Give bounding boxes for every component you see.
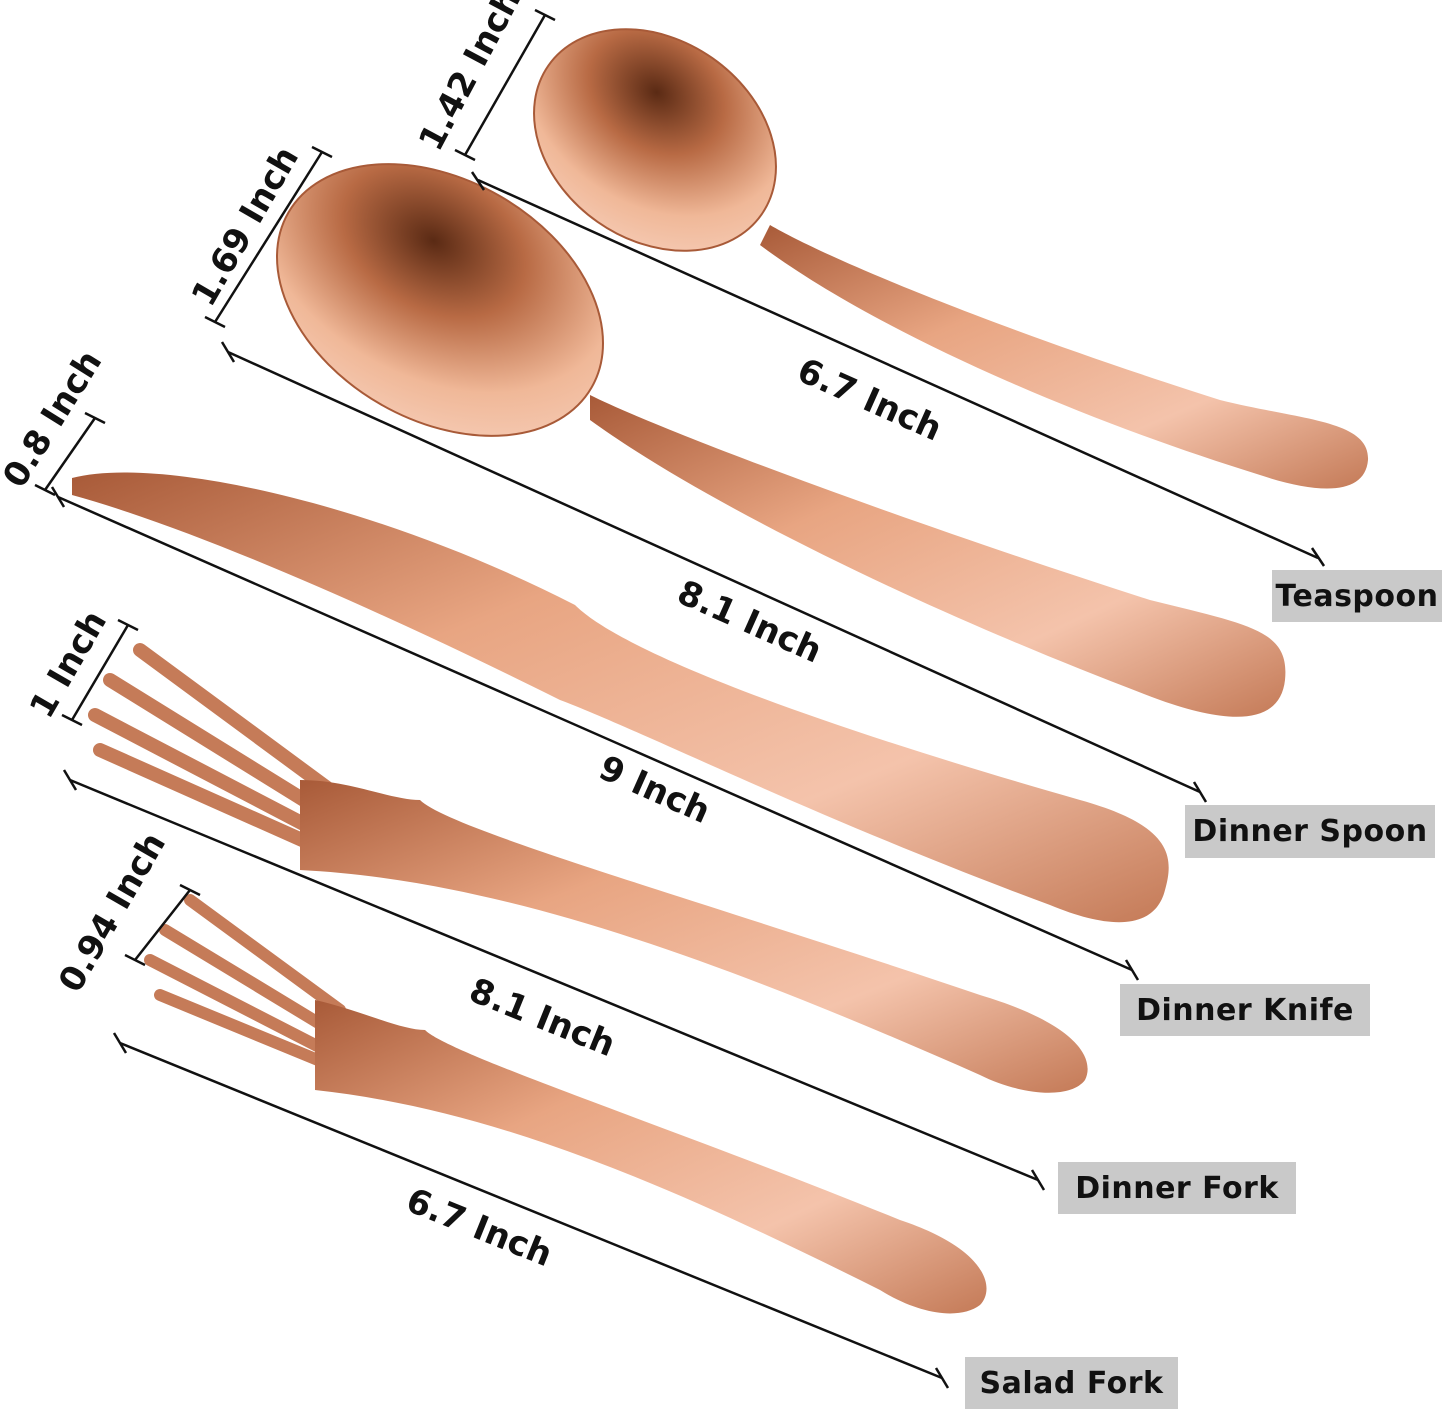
- teaspoon-width: 1.42 Inch: [411, 0, 529, 157]
- teaspoon-label: Teaspoon: [1272, 570, 1442, 622]
- teaspoon-length: 6.7 Inch: [791, 351, 947, 450]
- dinner-fork-shape: [88, 643, 1088, 1093]
- salad-fork-shape: [144, 894, 987, 1314]
- dimension-lines: [34, 8, 1326, 1389]
- dinner-knife-shape: [72, 472, 1169, 923]
- dinner-knife-label: Dinner Knife: [1120, 984, 1370, 1036]
- dinner-spoon-label: Dinner Spoon: [1185, 805, 1435, 858]
- salad-fork-width: 0.94 Inch: [51, 826, 174, 999]
- dinner-fork-label: Dinner Fork: [1058, 1162, 1296, 1214]
- dinner-fork-length: 8.1 Inch: [464, 971, 621, 1066]
- teaspoon-shape: [533, 28, 1369, 489]
- salad-fork-length: 6.7 Inch: [401, 1181, 558, 1276]
- dinner-fork-width: 1 Inch: [22, 604, 115, 725]
- salad-fork-label: Salad Fork: [965, 1357, 1178, 1409]
- dinner-spoon-shape: [276, 163, 1286, 717]
